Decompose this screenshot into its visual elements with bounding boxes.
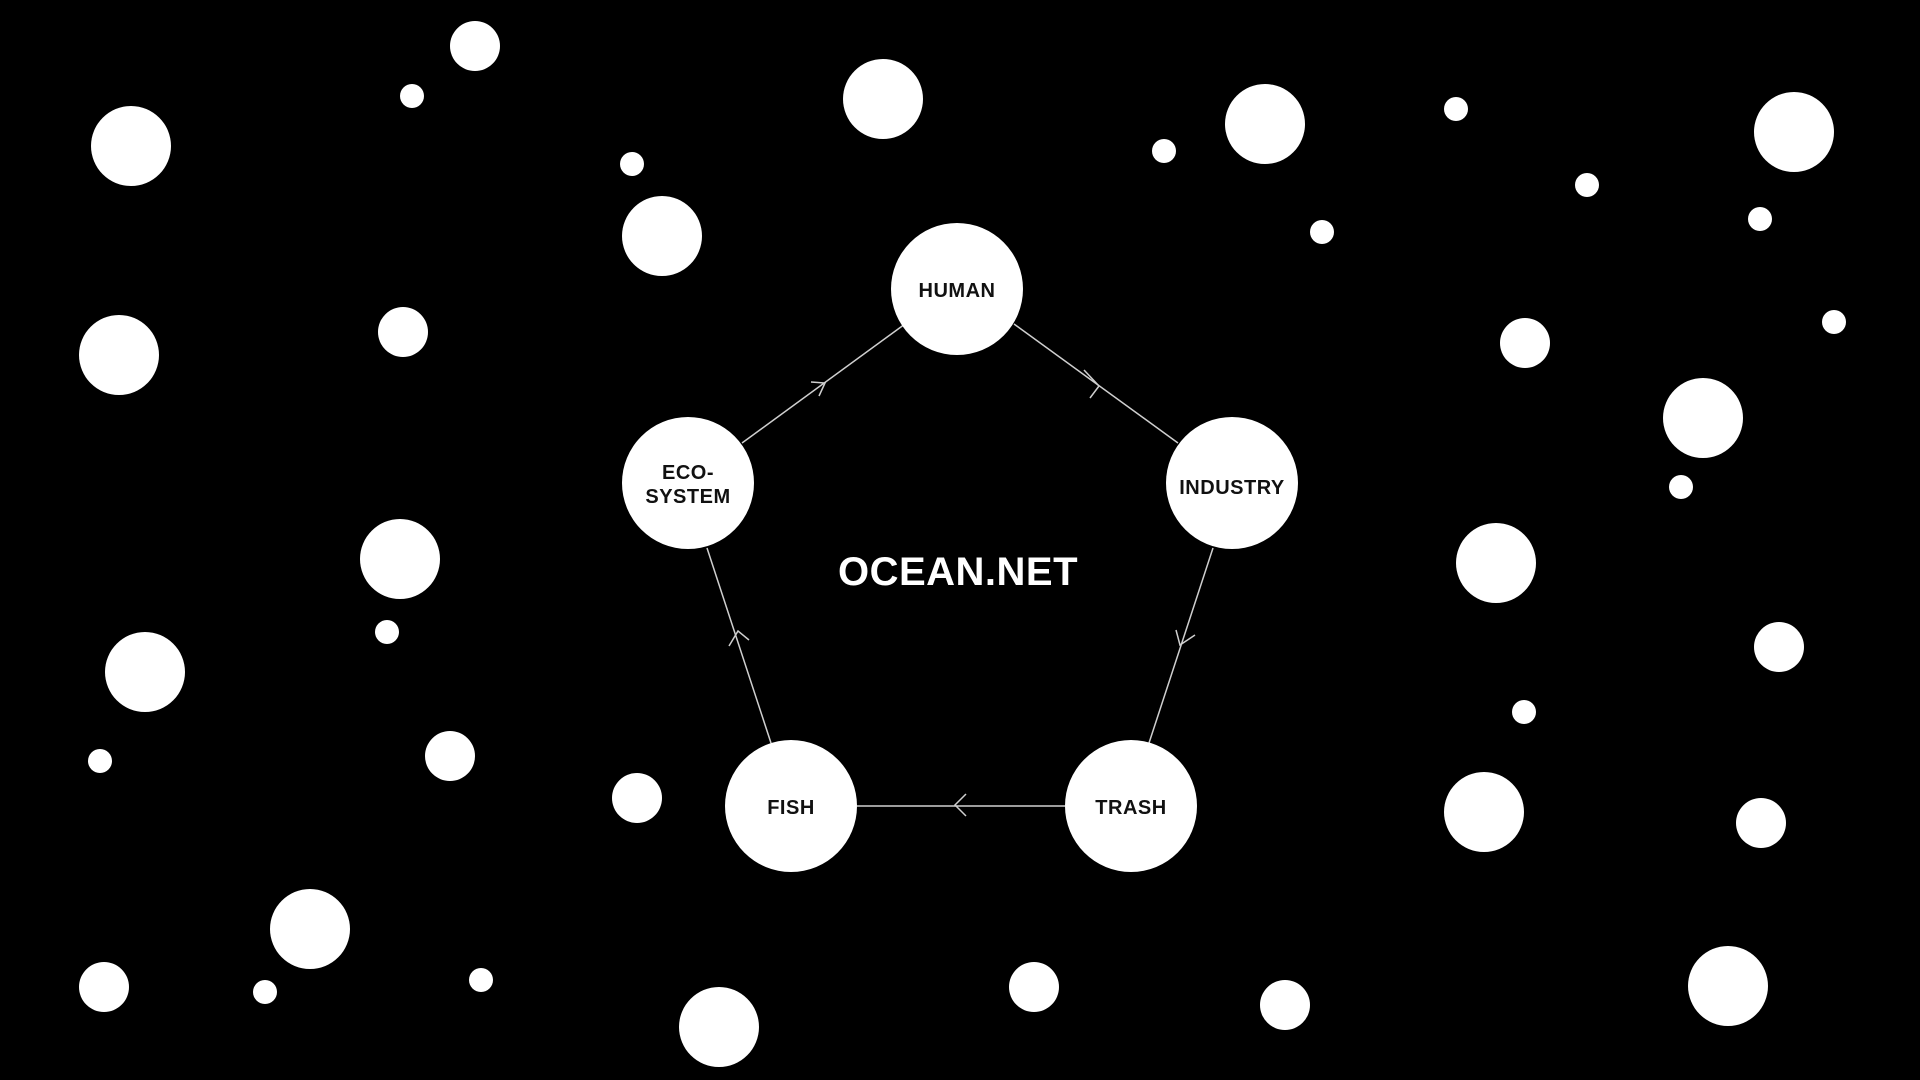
bubble — [378, 307, 428, 357]
node-industry-label: INDUSTRY — [1179, 477, 1285, 499]
cycle-edges — [706, 323, 1214, 817]
bubble — [1260, 980, 1310, 1030]
bubble — [1754, 622, 1804, 672]
node-human-label: HUMAN — [919, 280, 996, 302]
bubble — [450, 21, 500, 71]
node-industry-circle — [1166, 417, 1298, 549]
node-fish-label: FISH — [767, 797, 815, 819]
bubble — [1444, 97, 1468, 121]
edge-arrow-trash-fish — [953, 793, 967, 817]
node-trash-label: TRASH — [1095, 797, 1166, 819]
bubble — [1669, 475, 1693, 499]
node-human-circle — [891, 223, 1023, 355]
bubble — [1500, 318, 1550, 368]
bubble — [91, 106, 171, 186]
bubble — [253, 980, 277, 1004]
node-ecosystem-label-line1: ECO- — [662, 462, 714, 484]
bubble — [1663, 378, 1743, 458]
bubble — [620, 152, 644, 176]
node-ecosystem-label-line2: SYSTEM — [645, 486, 730, 508]
bubble — [1575, 173, 1599, 197]
bubble — [622, 196, 702, 276]
edge-arrow-industry-trash — [1175, 629, 1196, 647]
edge-arrow-ecosystem-human — [810, 381, 827, 397]
bubble — [1822, 310, 1846, 334]
node-trash: TRASH — [1065, 740, 1197, 872]
edge-fish-ecosystem — [706, 547, 772, 744]
bubble — [679, 987, 759, 1067]
edge-arrow-human-industry — [1083, 369, 1100, 399]
bubble — [1225, 84, 1305, 164]
bubble — [1152, 139, 1176, 163]
bubble — [469, 968, 493, 992]
bubble — [360, 519, 440, 599]
bubble — [1456, 523, 1536, 603]
bubble — [375, 620, 399, 644]
bubble — [1310, 220, 1334, 244]
bubble — [270, 889, 350, 969]
node-trash-circle — [1065, 740, 1197, 872]
bubble — [843, 59, 923, 139]
node-ecosystem: ECO- SYSTEM — [622, 417, 754, 549]
bubble — [79, 315, 159, 395]
background-bubbles — [79, 21, 1846, 1067]
edge-arrow-fish-ecosystem — [728, 629, 750, 647]
node-fish-circle — [725, 740, 857, 872]
bubble — [1009, 962, 1059, 1012]
bubble — [1512, 700, 1536, 724]
node-fish: FISH — [725, 740, 857, 872]
bubble — [1736, 798, 1786, 848]
bubble — [105, 632, 185, 712]
diagram-title: OCEAN.NET — [838, 550, 1078, 594]
bubble — [79, 962, 129, 1012]
bubble — [425, 731, 475, 781]
bubble — [1444, 772, 1524, 852]
edge-industry-trash — [1148, 547, 1214, 744]
bubble — [612, 773, 662, 823]
bubble — [1748, 207, 1772, 231]
node-industry: INDUSTRY — [1166, 417, 1298, 549]
bubble — [1754, 92, 1834, 172]
bubble — [400, 84, 424, 108]
bubble — [88, 749, 112, 773]
bubble — [1688, 946, 1768, 1026]
node-human: HUMAN — [891, 223, 1023, 355]
node-ecosystem-circle — [622, 417, 754, 549]
